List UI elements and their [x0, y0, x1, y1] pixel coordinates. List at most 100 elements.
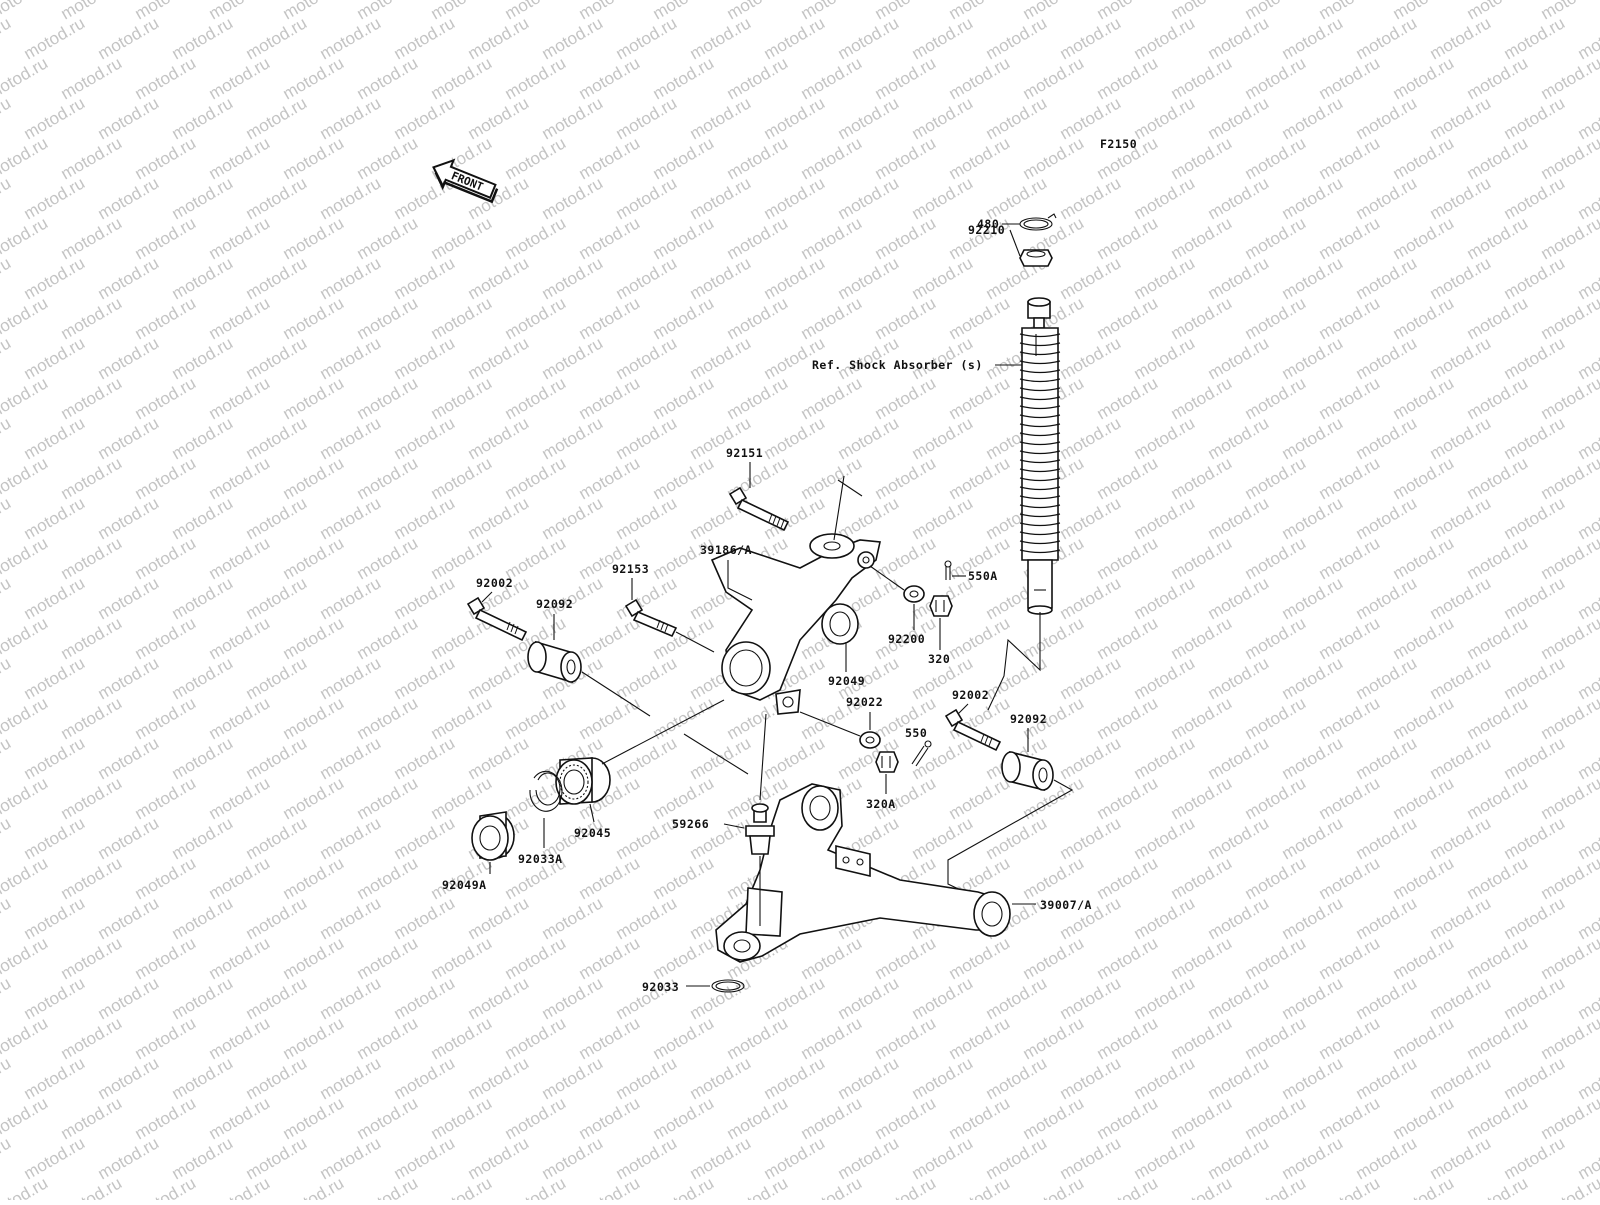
watermark-text: motod.ru	[1242, 693, 1310, 743]
watermark-text: motod.ru	[1205, 893, 1273, 943]
watermark-text: motod.ru	[909, 173, 977, 223]
watermark-text: motod.ru	[354, 453, 422, 503]
watermark-text: motod.ru	[1538, 693, 1600, 743]
watermark-text: motod.ru	[1279, 13, 1347, 63]
watermark-text: motod.ru	[58, 1013, 126, 1063]
watermark-text: motod.ru	[1316, 1173, 1384, 1200]
watermark-text: motod.ru	[1205, 653, 1273, 703]
watermark-text: motod.ru	[21, 13, 89, 63]
watermark-text: motod.ru	[1168, 1013, 1236, 1063]
watermark-text: motod.ru	[58, 853, 126, 903]
watermark-text: motod.ru	[0, 13, 14, 63]
watermark-text: motod.ru	[613, 493, 681, 543]
watermark-text: motod.ru	[761, 13, 829, 63]
watermark-text: motod.ru	[428, 53, 496, 103]
watermark-text: motod.ru	[909, 733, 977, 783]
watermark-text: motod.ru	[1057, 413, 1125, 463]
watermark-text: motod.ru	[1427, 13, 1495, 63]
watermark-text: motod.ru	[1168, 933, 1236, 983]
watermark-text: motod.ru	[243, 813, 311, 863]
watermark-text: motod.ru	[1427, 493, 1495, 543]
watermark-text: motod.ru	[206, 773, 274, 823]
watermark-text: motod.ru	[317, 493, 385, 543]
watermark-text: motod.ru	[909, 1133, 977, 1183]
watermark-text: motod.ru	[132, 773, 200, 823]
watermark-text: motod.ru	[835, 93, 903, 143]
watermark-text: motod.ru	[539, 493, 607, 543]
watermark-text: motod.ru	[0, 453, 51, 503]
watermark-text: motod.ru	[761, 413, 829, 463]
watermark-text: motod.ru	[0, 1013, 51, 1063]
watermark-text: motod.ru	[132, 533, 200, 583]
watermark-text: motod.ru	[1427, 93, 1495, 143]
watermark-text: motod.ru	[1279, 813, 1347, 863]
watermark-text: motod.ru	[1020, 613, 1088, 663]
watermark-text: motod.ru	[465, 333, 533, 383]
watermark-text: motod.ru	[1353, 813, 1421, 863]
watermark-text: motod.ru	[1057, 733, 1125, 783]
watermark-text: motod.ru	[132, 1013, 200, 1063]
watermark-text: motod.ru	[95, 173, 163, 223]
watermark-text: motod.ru	[1057, 93, 1125, 143]
watermark-text: motod.ru	[1205, 1053, 1273, 1103]
watermark-text: motod.ru	[576, 853, 644, 903]
ref-shock-absorber-label: Ref. Shock Absorber (s)	[812, 358, 983, 372]
watermark-text: motod.ru	[317, 1133, 385, 1183]
watermark-text: motod.ru	[1168, 373, 1236, 423]
watermark-text: motod.ru	[1205, 13, 1273, 63]
watermark-text: motod.ru	[1538, 453, 1600, 503]
watermark-text: motod.ru	[576, 933, 644, 983]
castle-nut-320	[930, 596, 952, 616]
watermark-text: motod.ru	[465, 973, 533, 1023]
watermark-text: motod.ru	[946, 373, 1014, 423]
watermark-text: motod.ru	[613, 333, 681, 383]
watermark-text: motod.ru	[1501, 1133, 1569, 1183]
watermark-text: motod.ru	[872, 133, 940, 183]
watermark-text: motod.ru	[835, 173, 903, 223]
watermark-text: motod.ru	[502, 693, 570, 743]
watermark-text: motod.ru	[465, 733, 533, 783]
nut-92210	[1020, 250, 1052, 266]
watermark-text: motod.ru	[1057, 173, 1125, 223]
watermark-text: motod.ru	[1427, 253, 1495, 303]
watermark-text: motod.ru	[983, 93, 1051, 143]
watermark-text: motod.ru	[1168, 53, 1236, 103]
watermark-text: motod.ru	[21, 733, 89, 783]
watermark-text: motod.ru	[1094, 1013, 1162, 1063]
watermark-text: motod.ru	[206, 1013, 274, 1063]
watermark-text: motod.ru	[169, 893, 237, 943]
watermark-text: motod.ru	[872, 933, 940, 983]
watermark-text: motod.ru	[1168, 693, 1236, 743]
watermark-text: motod.ru	[58, 773, 126, 823]
watermark-text: motod.ru	[280, 773, 348, 823]
watermark-text: motod.ru	[280, 53, 348, 103]
watermark-text: motod.ru	[243, 93, 311, 143]
watermark-text: motod.ru	[21, 893, 89, 943]
watermark-text: motod.ru	[1168, 533, 1236, 583]
watermark-text: motod.ru	[95, 733, 163, 783]
watermark-text: motod.ru	[206, 293, 274, 343]
watermark-text: motod.ru	[946, 133, 1014, 183]
watermark-text: motod.ru	[1131, 93, 1199, 143]
watermark-text: motod.ru	[502, 933, 570, 983]
watermark-text: motod.ru	[243, 893, 311, 943]
watermark-text: motod.ru	[1316, 453, 1384, 503]
watermark-text: motod.ru	[761, 973, 829, 1023]
watermark-text: motod.ru	[317, 573, 385, 623]
watermark-text: motod.ru	[909, 93, 977, 143]
watermark-text: motod.ru	[280, 613, 348, 663]
watermark-text: motod.ru	[206, 613, 274, 663]
watermark-text: motod.ru	[1279, 333, 1347, 383]
watermark-text: motod.ru	[1390, 1093, 1458, 1143]
watermark-text: motod.ru	[95, 973, 163, 1023]
watermark-text: motod.ru	[539, 1053, 607, 1103]
watermark-text: motod.ru	[1464, 133, 1532, 183]
watermark-text: motod.ru	[1353, 893, 1421, 943]
watermark-text: motod.ru	[391, 413, 459, 463]
watermark-text: motod.ru	[724, 53, 792, 103]
watermark-text: motod.ru	[58, 533, 126, 583]
watermark-text: motod.ru	[1094, 53, 1162, 103]
watermark-text: motod.ru	[1094, 293, 1162, 343]
watermark-text: motod.ru	[539, 93, 607, 143]
watermark-text: motod.ru	[280, 1013, 348, 1063]
